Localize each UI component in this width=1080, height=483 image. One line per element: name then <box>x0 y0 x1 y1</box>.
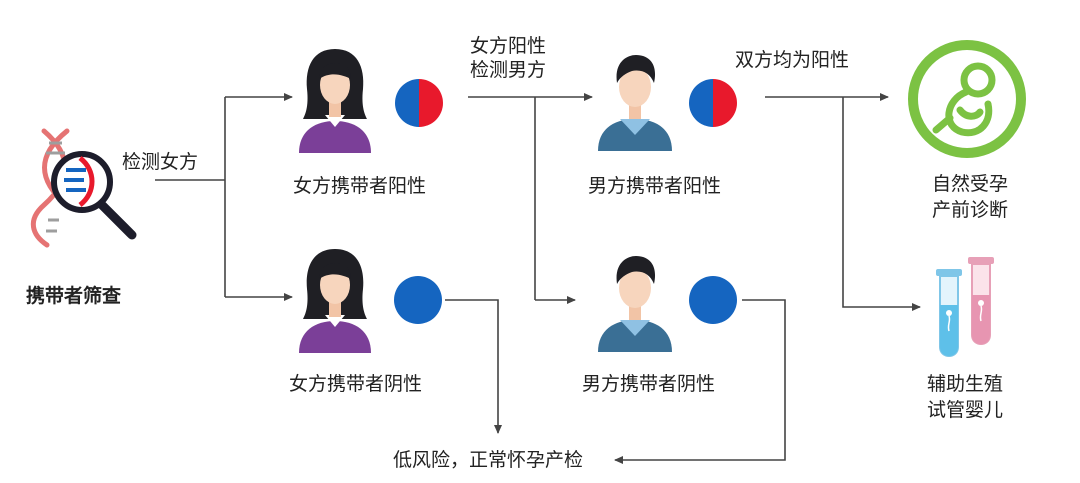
test-tubes-icon <box>936 257 994 357</box>
male-negative-label: 男方携带者阴性 <box>582 373 716 395</box>
male-avatar-icon <box>598 55 672 151</box>
screening-label: 携带者筛查 <box>26 285 122 307</box>
natural-pregnancy-line1: 自然受孕 <box>931 173 1008 195</box>
blue-circle-icon <box>394 276 442 324</box>
ivf-line1: 辅助生殖 <box>926 373 1003 395</box>
half-red-circle-icon <box>395 79 443 127</box>
half-red-circle-icon <box>689 79 737 127</box>
edge-label-both-positive: 双方均为阳性 <box>735 49 850 71</box>
ivf-line2: 试管婴儿 <box>926 399 1003 421</box>
arrow-male-negative-to-low-risk <box>614 299 786 464</box>
male-avatar-icon <box>598 256 672 352</box>
edge-label-test-male: 检测男方 <box>470 59 547 81</box>
edge-label-female-positive: 女方阳性 <box>470 35 547 57</box>
fetus-icon <box>908 40 1026 158</box>
dna-magnifier-icon <box>31 128 137 248</box>
arrow-to-ivf <box>842 97 921 311</box>
arrow-female-negative-to-low-risk <box>445 299 502 434</box>
female-positive-label: 女方携带者阳性 <box>293 175 427 197</box>
low-risk-label: 低风险，正常怀孕产检 <box>393 449 584 471</box>
female-avatar-icon <box>299 49 371 153</box>
female-negative-label: 女方携带者阴性 <box>289 373 423 395</box>
blue-circle-icon <box>689 276 737 324</box>
edge-label-test-female: 检测女方 <box>122 151 199 173</box>
natural-pregnancy-line2: 产前诊断 <box>931 199 1008 221</box>
male-positive-label: 男方携带者阳性 <box>588 175 722 197</box>
female-avatar-icon <box>299 249 371 353</box>
